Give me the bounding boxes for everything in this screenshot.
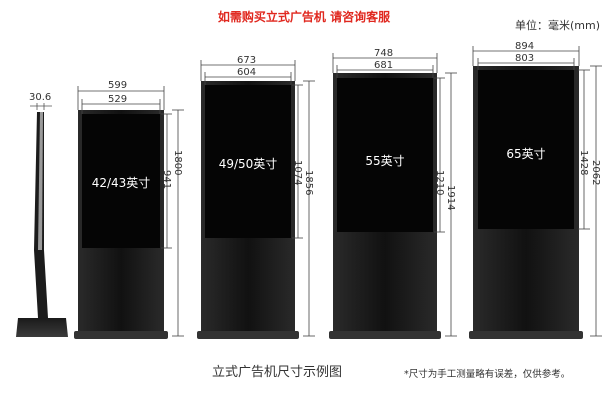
unit-label: 单位：毫米(mm) — [514, 19, 600, 32]
model-3-screen-width: 681 — [374, 60, 394, 71]
model-1-screen-height: 941 — [161, 170, 172, 190]
measurement-note: *尺寸为手工测量略有误差，仅供参考。 — [404, 369, 571, 380]
model-4-outer-width: 894 — [515, 41, 535, 52]
model-55 — [329, 53, 457, 339]
side-depth-label: 30.6 — [29, 92, 52, 103]
model-49-50 — [197, 60, 315, 339]
model-3-size-label: 55英寸 — [365, 154, 405, 168]
page-title: 如需购买立式广告机 请咨询客服 — [217, 10, 391, 24]
model-4-screen-width: 803 — [515, 53, 535, 64]
model-2-screen-width: 604 — [237, 67, 257, 78]
model-3-screen-height: 1210 — [434, 170, 445, 196]
model-4-screen-height: 1428 — [578, 150, 589, 176]
model-4-size-label: 65英寸 — [506, 147, 546, 161]
model-2-size-label: 49/50英寸 — [218, 157, 278, 171]
model-1-outer-width: 599 — [108, 80, 128, 91]
model-1-size-label: 42/43英寸 — [91, 176, 151, 190]
model-3-outer-height: 1914 — [445, 185, 456, 211]
model-4-outer-height: 2062 — [590, 160, 601, 186]
model-65 — [469, 46, 602, 339]
model-2-outer-height: 1856 — [303, 170, 314, 196]
model-3-outer-width: 748 — [374, 48, 394, 59]
model-42-43 — [74, 86, 184, 339]
model-2-screen-height: 1074 — [292, 160, 303, 186]
model-1-screen-width: 529 — [108, 94, 128, 105]
diagram-caption: 立式广告机尺寸示例图 — [212, 365, 343, 380]
side-view — [16, 103, 68, 337]
model-1-outer-height: 1800 — [172, 150, 183, 176]
model-2-outer-width: 673 — [237, 55, 257, 66]
